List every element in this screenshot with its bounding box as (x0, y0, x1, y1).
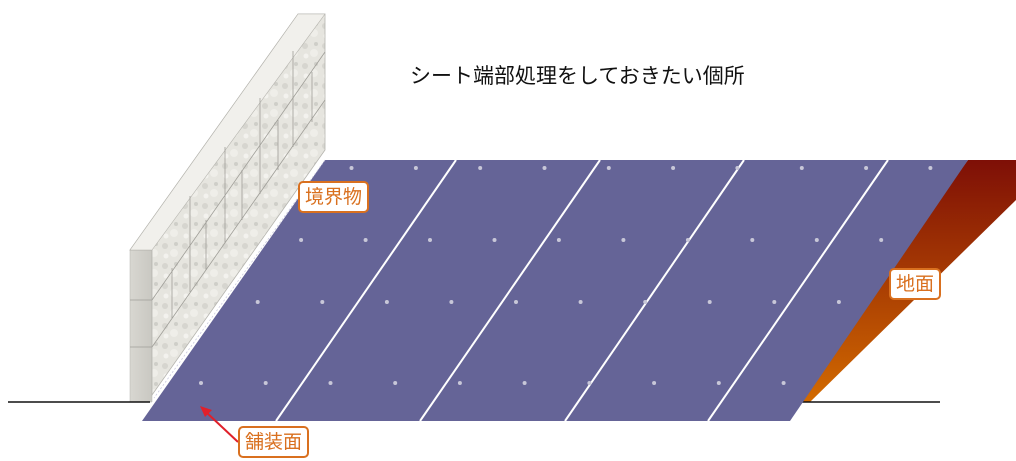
anchor-dot (299, 238, 304, 242)
anchor-dot (478, 166, 483, 170)
diagram-title: シート端部処理をしておきたい個所 (410, 64, 745, 88)
anchor-dot (652, 381, 657, 385)
boundary-wall-top (129, 13, 326, 251)
anchor-dot (879, 238, 884, 242)
anchor-dot (413, 166, 418, 170)
anchor-dot (606, 166, 611, 170)
anchor-dot (393, 381, 398, 385)
anchor-dot (320, 300, 325, 304)
pavement-callout: 舗装面 (238, 426, 310, 458)
sheet-seams (275, 159, 889, 422)
anchor-dot (428, 238, 432, 242)
anchor-dot (578, 300, 583, 304)
red-arrow (200, 406, 239, 443)
anchor-dot (928, 166, 933, 170)
anchor-dot (199, 381, 203, 385)
anchor-dot (814, 238, 819, 242)
anchor-dot (514, 300, 518, 304)
anchor-dot (363, 238, 368, 242)
anchor-dot (781, 381, 786, 385)
anchor-dot (449, 300, 454, 304)
seam-3 (564, 159, 745, 422)
anchor-dot (349, 166, 354, 170)
anchor-dot (864, 166, 869, 170)
sheet-edge-dotted-line (153, 159, 326, 399)
anchor-dot (522, 381, 527, 385)
anchor-dot (750, 238, 755, 242)
anchor-dot (643, 300, 648, 304)
wall-block-lines (130, 51, 326, 348)
anchor-dot (384, 300, 389, 304)
seam-4 (707, 159, 889, 422)
anchor-dot (542, 166, 547, 170)
ground-callout: 地面 (889, 268, 942, 300)
anchor-dot (556, 238, 561, 242)
anchor-dots (199, 166, 933, 385)
anchor-dot (671, 166, 676, 170)
anchor-dot (255, 300, 260, 304)
boundary-callout: 境界物 (298, 181, 370, 213)
anchor-dot (772, 300, 777, 304)
pavement-sheet (142, 160, 968, 421)
anchor-dot (328, 381, 333, 385)
anchor-dot (587, 381, 592, 385)
anchor-dot (735, 166, 740, 170)
anchor-dot (492, 238, 497, 242)
anchor-dot (799, 166, 804, 170)
anchor-dot (836, 300, 841, 304)
anchor-dot (621, 238, 626, 242)
anchor-dot (263, 381, 268, 385)
anchor-dot (707, 300, 712, 304)
seam-1 (275, 159, 457, 422)
boundary-wall-front (129, 249, 153, 403)
seam-2 (419, 159, 601, 422)
anchor-dot (457, 381, 462, 385)
anchor-dot (685, 238, 690, 242)
anchor-dot (716, 381, 721, 385)
